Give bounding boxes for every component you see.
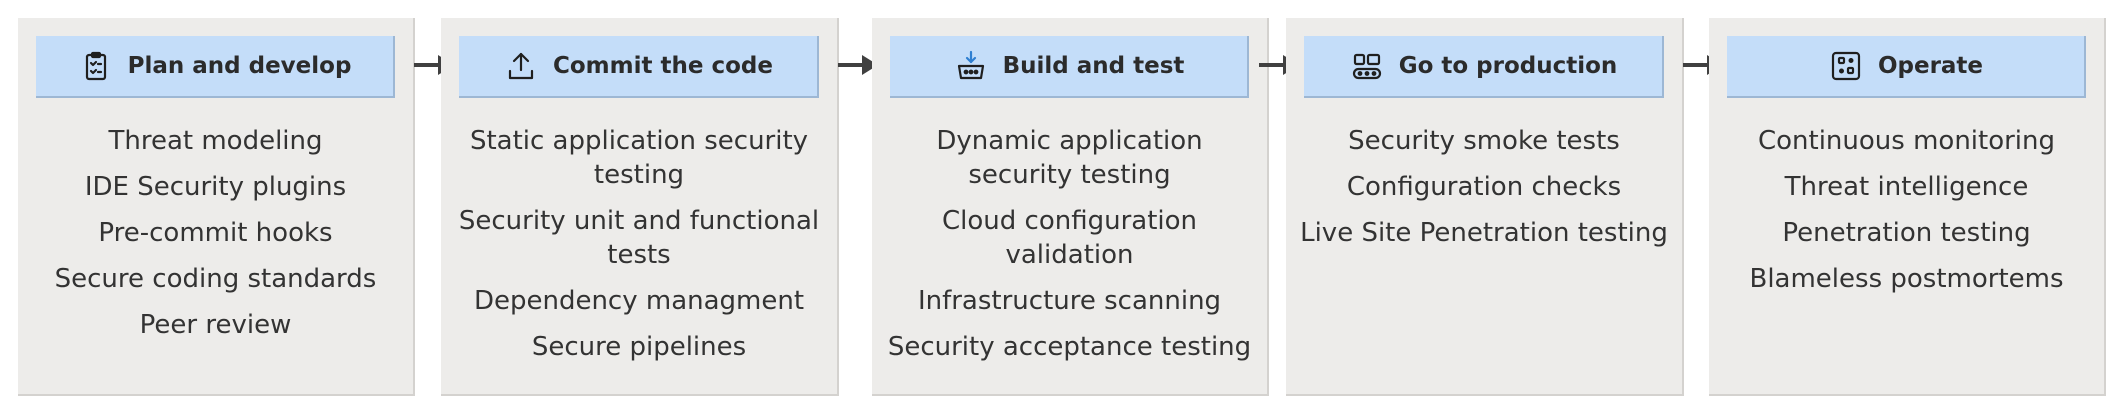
stage-title: Build and test bbox=[1002, 53, 1185, 79]
stage-build-and-test: Build and test Dynamic application secur… bbox=[872, 18, 1269, 396]
list-item: Peer review bbox=[139, 310, 292, 340]
list-item: Pre-commit hooks bbox=[98, 218, 333, 248]
production-release-icon bbox=[1349, 48, 1385, 84]
upload-icon bbox=[503, 48, 539, 84]
stage-header: Plan and develop bbox=[36, 36, 395, 98]
build-bucket-icon bbox=[953, 48, 989, 84]
list-item: Blameless postmortems bbox=[1749, 264, 2064, 294]
stage-item-list: Continuous monitoring Threat intelligenc… bbox=[1719, 124, 2094, 308]
list-item: Static application security testing bbox=[469, 126, 809, 190]
list-item: Security unit and functional tests bbox=[458, 206, 820, 270]
list-item: IDE Security plugins bbox=[84, 172, 347, 202]
list-item: Threat modeling bbox=[108, 126, 323, 156]
stage-item-list: Threat modeling IDE Security plugins Pre… bbox=[28, 124, 403, 354]
stage-header: Operate bbox=[1727, 36, 2086, 98]
stage-title: Commit the code bbox=[553, 53, 773, 79]
list-item: Configuration checks bbox=[1346, 172, 1622, 202]
stage-header: Build and test bbox=[890, 36, 1249, 98]
list-item: Continuous monitoring bbox=[1757, 126, 2056, 156]
list-item: Threat intelligence bbox=[1784, 172, 2029, 202]
stage-title: Go to production bbox=[1398, 53, 1618, 79]
clipboard-checklist-icon bbox=[78, 48, 114, 84]
stage-go-to-production: Go to production Security smoke tests Co… bbox=[1286, 18, 1684, 396]
stage-header: Commit the code bbox=[459, 36, 819, 98]
stage-commit-the-code: Commit the code Static application secur… bbox=[441, 18, 839, 396]
stage-header: Go to production bbox=[1304, 36, 1664, 98]
list-item: Penetration testing bbox=[1782, 218, 2031, 248]
stage-plan-and-develop: Plan and develop Threat modeling IDE Sec… bbox=[18, 18, 415, 396]
list-item: Secure coding standards bbox=[54, 264, 377, 294]
list-item: Security acceptance testing bbox=[887, 332, 1252, 362]
stage-title: Plan and develop bbox=[127, 53, 352, 79]
list-item: Infrastructure scanning bbox=[917, 286, 1222, 316]
list-item: Security smoke tests bbox=[1348, 126, 1620, 156]
stage-item-list: Security smoke tests Configuration check… bbox=[1296, 124, 1672, 262]
list-item: Cloud configuration validation bbox=[942, 206, 1197, 270]
list-item: Dynamic application security testing bbox=[936, 126, 1203, 190]
stage-operate: Operate Continuous monitoring Threat int… bbox=[1709, 18, 2106, 396]
list-item: Secure pipelines bbox=[531, 332, 747, 362]
stage-item-list: Static application security testing Secu… bbox=[451, 124, 827, 376]
list-item: Live Site Penetration testing bbox=[1300, 218, 1668, 248]
operate-dashboard-icon bbox=[1828, 48, 1864, 84]
list-item: Dependency managment bbox=[473, 286, 805, 316]
stage-title: Operate bbox=[1877, 53, 1984, 79]
arrow-right-icon bbox=[838, 50, 878, 80]
stage-item-list: Dynamic application security testing Clo… bbox=[882, 124, 1257, 376]
